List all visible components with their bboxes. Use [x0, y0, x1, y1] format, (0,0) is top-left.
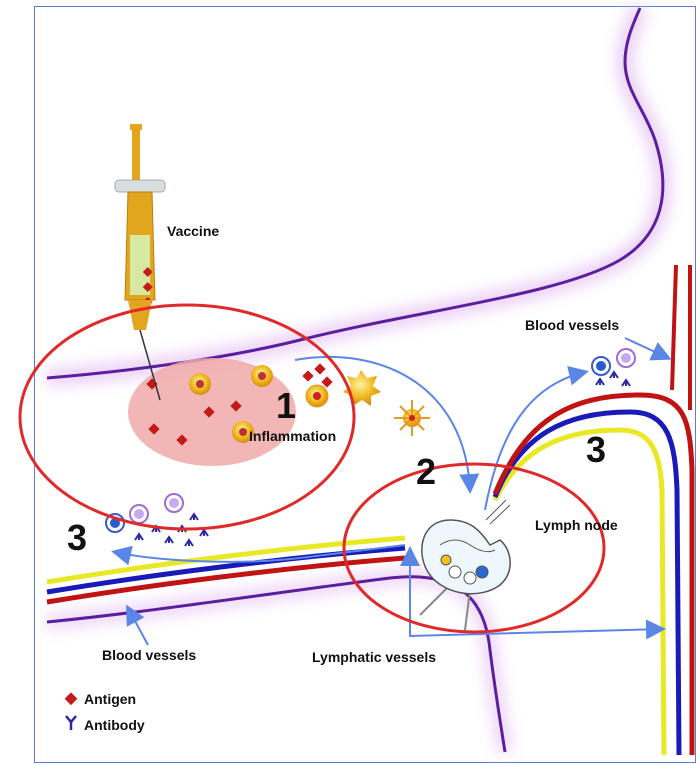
- label-blood-vessels-top: Blood vessels: [525, 317, 619, 333]
- label-lymph-node: Lymph node: [535, 517, 618, 533]
- legend-antibody: Antibody: [84, 717, 145, 733]
- antigen-icon: [65, 692, 78, 705]
- right-vessels: [495, 265, 692, 755]
- dendritic-cell-icon: [394, 400, 430, 436]
- step1-cells: [302, 363, 430, 436]
- step3-right-cells: [592, 349, 635, 386]
- step-1: 1: [276, 385, 296, 426]
- label-lymphatic-vessels: Lymphatic vessels: [312, 649, 436, 665]
- lymph-node-icon: [422, 500, 510, 594]
- step-2: 2: [416, 451, 436, 492]
- antibody-icon: [66, 716, 76, 730]
- label-blood-vessels-bottom: Blood vessels: [102, 647, 196, 663]
- label-vaccine: Vaccine: [167, 223, 219, 239]
- step-3-left: 3: [67, 517, 87, 558]
- label-inflammation: Inflammation: [249, 428, 336, 444]
- step-3-right: 3: [586, 429, 606, 470]
- legend-antigen: Antigen: [84, 691, 136, 707]
- legend: Antigen Antibody: [65, 691, 145, 733]
